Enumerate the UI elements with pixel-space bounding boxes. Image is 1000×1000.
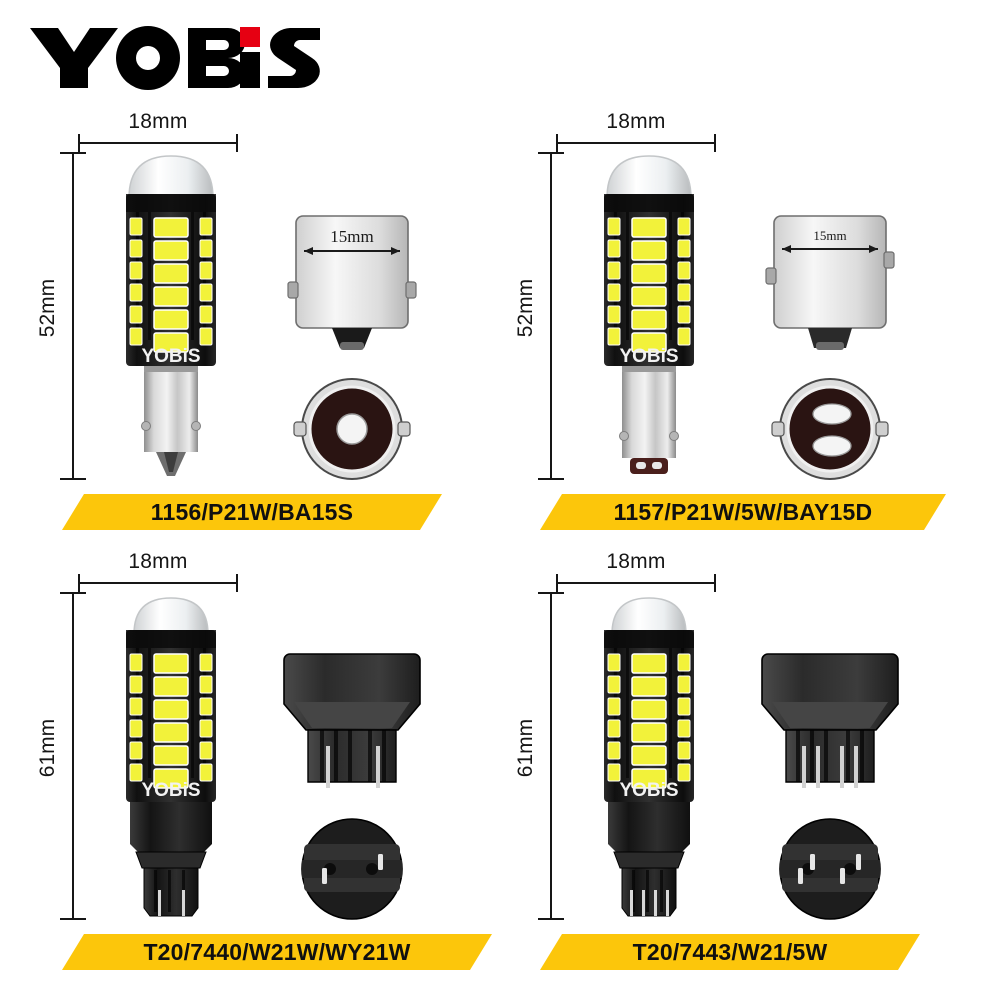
dimension-cap-right (236, 134, 238, 152)
contact-pad (322, 868, 327, 884)
height-dimension-label: 61mm (514, 718, 537, 778)
dimension-line (78, 142, 238, 144)
brand-logo (28, 22, 328, 94)
height-dimension: 61mm (28, 586, 86, 926)
width-dimension-label: 18mm (606, 110, 666, 133)
height-dimension: 52mm (506, 146, 564, 486)
svg-text:YOBiS: YOBiS (619, 346, 678, 367)
contact-pad (336, 413, 368, 445)
dimension-line (556, 142, 716, 144)
height-dimension-label: 61mm (36, 718, 59, 778)
dimension-line (72, 592, 74, 920)
product-panel-grid: 18mm 52mm (0, 108, 1000, 1000)
dimension-line (550, 592, 552, 920)
dimension-line (72, 152, 74, 480)
product-label-banner-1156[interactable]: 1156/P21W/BA15S (62, 494, 442, 530)
contact-pad (810, 854, 815, 870)
base-width-label: 15mm (813, 228, 846, 243)
width-dimension: 18mm (548, 110, 724, 162)
width-dimension-label: 18mm (128, 550, 188, 573)
product-label-banner-7443[interactable]: T20/7443/W21/5W (540, 934, 920, 970)
base-bottom-view-1157 (750, 370, 910, 488)
dimension-cap-left (556, 134, 558, 152)
product-label-text: 1157/P21W/5W/BAY15D (613, 498, 873, 525)
contact-pad (856, 854, 861, 870)
dimension-cap-top (538, 152, 564, 154)
width-dimension-label: 18mm (606, 550, 666, 573)
product-label-text: T20/7443/W21/5W (632, 938, 828, 965)
height-dimension-label: 52mm (514, 278, 537, 338)
svg-text:YOBiS: YOBiS (141, 780, 200, 801)
width-dimension: 18mm (70, 550, 246, 602)
height-dimension-label: 52mm (36, 278, 59, 338)
height-dimension: 52mm (28, 146, 86, 486)
dimension-line (556, 582, 716, 584)
contact-pad (378, 854, 383, 870)
base-side-view-1156: 15mm (272, 206, 432, 356)
base-side-view-7443 (750, 646, 910, 796)
base-width-label: 15mm (330, 227, 373, 246)
width-dimension-label: 18mm (128, 110, 188, 133)
height-dimension: 61mm (506, 586, 564, 926)
dimension-cap-top (60, 592, 86, 594)
base-side-view-1157: 15mm (750, 206, 910, 356)
dimension-cap-bottom (60, 918, 86, 920)
product-panel-1156[interactable]: 18mm 52mm (22, 108, 482, 548)
dimension-cap-top (538, 592, 564, 594)
dimension-cap-right (714, 574, 716, 592)
product-label-banner-1157[interactable]: 1157/P21W/5W/BAY15D (540, 494, 946, 530)
base-bottom-view-7443 (750, 810, 910, 928)
dimension-cap-left (78, 134, 80, 152)
contact-pad (798, 868, 803, 884)
dimension-cap-left (556, 574, 558, 592)
svg-text:YOBiS: YOBiS (141, 346, 200, 367)
bulb-illustration-1156: YOBiS (96, 150, 246, 482)
contact-pad (812, 435, 852, 457)
bulb-illustration-7443: YOBiS (574, 590, 724, 922)
yobis-logo-icon (30, 26, 320, 90)
bulb-illustration-7440: YOBiS (96, 590, 246, 922)
product-label-text: T20/7440/W21W/WY21W (143, 938, 411, 965)
dimension-cap-bottom (538, 918, 564, 920)
dimension-cap-bottom (538, 478, 564, 480)
width-dimension: 18mm (548, 550, 724, 602)
dimension-cap-bottom (60, 478, 86, 480)
contact-pad (840, 868, 845, 884)
dimension-cap-right (714, 134, 716, 152)
product-label-banner-7440[interactable]: T20/7440/W21W/WY21W (62, 934, 492, 970)
product-panel-7443[interactable]: 18mm 61mm (500, 548, 960, 988)
base-side-view-7440 (272, 646, 432, 796)
contact-pad (812, 403, 852, 425)
dimension-cap-left (78, 574, 80, 592)
width-dimension: 18mm (70, 110, 246, 162)
base-bottom-view-7440 (272, 810, 432, 928)
product-panel-1157[interactable]: 18mm 52mm (500, 108, 960, 548)
product-panel-7440[interactable]: 18mm 61mm (22, 548, 492, 988)
base-bottom-view-1156 (272, 370, 432, 488)
svg-text:YOBiS: YOBiS (619, 780, 678, 801)
dimension-line (78, 582, 238, 584)
product-label-text: 1156/P21W/BA15S (150, 498, 354, 525)
bulb-illustration-1157: YOBiS (574, 150, 724, 482)
dimension-line (550, 152, 552, 480)
dimension-cap-top (60, 152, 86, 154)
dimension-cap-right (236, 574, 238, 592)
